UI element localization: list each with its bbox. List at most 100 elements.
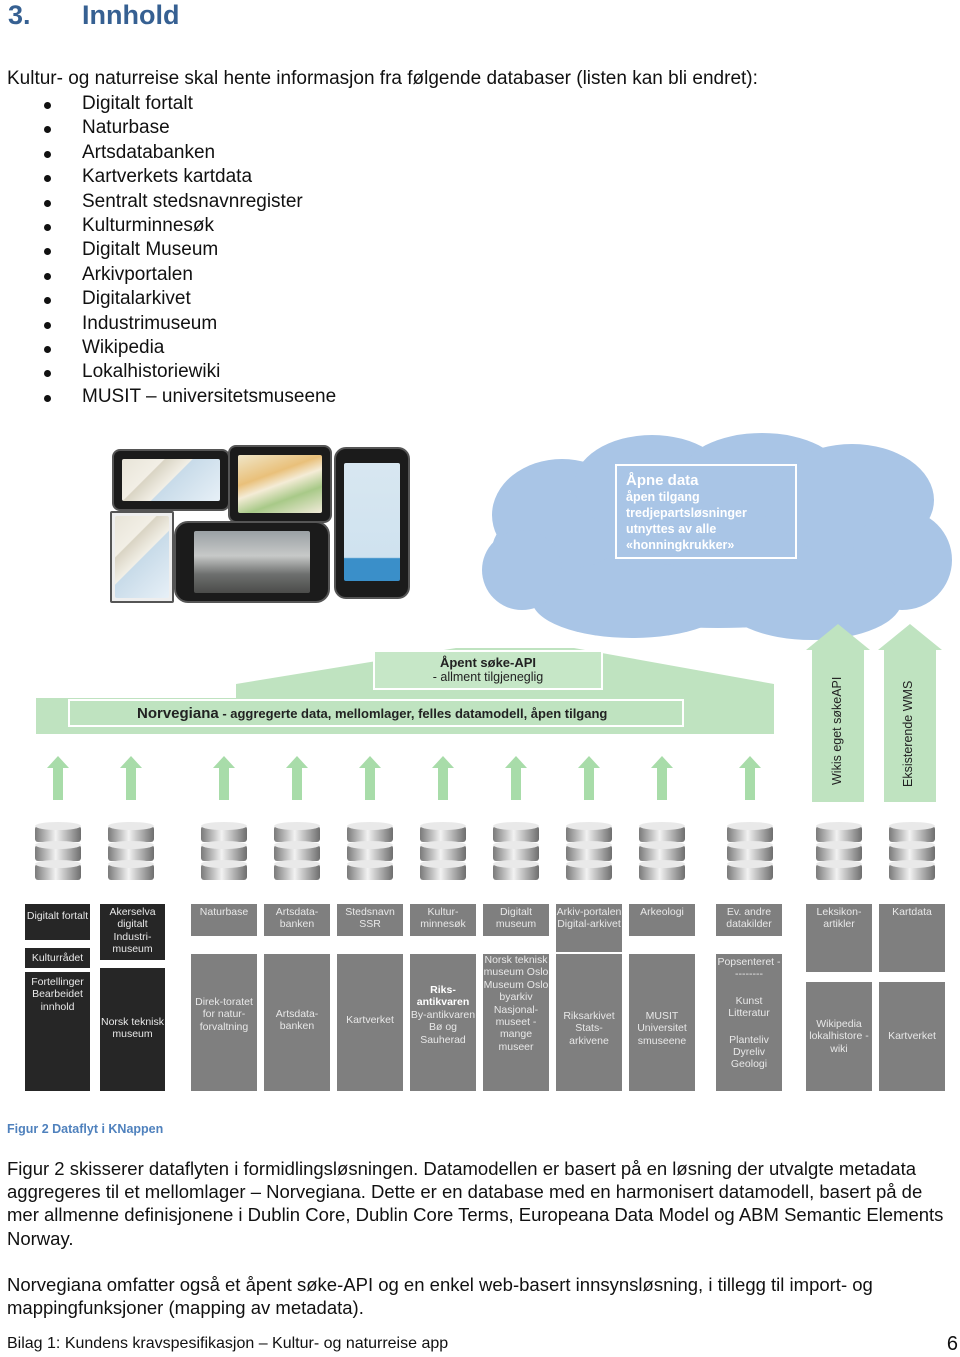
norvegiana-description: - aggregerte data, mellomlager, felles d… bbox=[218, 706, 608, 721]
database-icon bbox=[274, 822, 320, 880]
list-item-label: Industrimuseum bbox=[82, 312, 218, 334]
bullet-icon bbox=[44, 297, 51, 305]
section-title: Innhold bbox=[82, 0, 180, 30]
byantikvaren-label: By-antikvaren Bø og Sauherad bbox=[410, 1008, 476, 1046]
up-arrow-icon bbox=[359, 756, 381, 800]
source-artsdatabanken-top: Artsdata-banken bbox=[264, 904, 330, 936]
up-arrow-icon bbox=[505, 756, 527, 800]
list-item: Naturbase bbox=[44, 116, 336, 140]
list-item-label: Arkivportalen bbox=[82, 263, 193, 285]
source-norsk-teknisk: Norsk teknisk museum bbox=[100, 968, 165, 1091]
page-number: 6 bbox=[946, 1333, 958, 1355]
open-data-line: utnyttes av alle bbox=[626, 522, 717, 536]
list-item: Sentralt stedsnavnregister bbox=[44, 190, 336, 214]
page-footer: Bilag 1: Kundens kravspesifikasjon – Kul… bbox=[7, 1335, 449, 1352]
database-icon bbox=[816, 822, 862, 880]
database-icon bbox=[35, 822, 81, 880]
up-arrow-icon bbox=[120, 756, 142, 800]
list-item: Kulturminnesøk bbox=[44, 214, 336, 238]
list-item: Digitalt fortalt bbox=[44, 92, 336, 116]
source-kartdata: Kartdata bbox=[879, 904, 945, 972]
database-icon bbox=[108, 822, 154, 880]
source-kulturradet: Kulturrådet bbox=[25, 948, 90, 968]
list-item-label: Digitalt Museum bbox=[82, 239, 219, 261]
database-icon bbox=[420, 822, 466, 880]
source-popsenteret-group: Popsenteret --------- Kunst Litteratur P… bbox=[716, 954, 782, 1091]
database-icon bbox=[493, 822, 539, 880]
iphone-image bbox=[334, 447, 410, 599]
wiki-api-label: Wikis eget søkeAPI bbox=[830, 676, 844, 785]
up-arrow-icon bbox=[286, 756, 308, 800]
up-arrow-icon bbox=[578, 756, 600, 800]
source-andre-datakilder: Ev. andre datakilder bbox=[716, 904, 782, 936]
source-digitalt-museum: Digitalt museum bbox=[483, 904, 549, 936]
up-arrow-icon bbox=[47, 756, 69, 800]
figure-caption: Figur 2 Dataflyt i KNappen bbox=[7, 1122, 164, 1136]
paragraph: Norvegiana omfatter også et åpent søke-A… bbox=[7, 1274, 873, 1319]
source-riksarkivet: Riksarkivet Stats-arkivene bbox=[556, 954, 622, 1091]
wms-label: Eksisterende WMS bbox=[901, 680, 915, 787]
bullet-icon bbox=[44, 345, 51, 353]
dataflow-figure: Åpne data åpen tilgang tredjepartsløsnin… bbox=[0, 420, 960, 1100]
open-data-line: «honningkrukker» bbox=[626, 538, 735, 552]
device-screenshots bbox=[108, 445, 413, 605]
open-data-box: Åpne data åpen tilgang tredjepartsløsnin… bbox=[615, 464, 797, 559]
riksantikvaren-label: Riks-antikvaren bbox=[416, 984, 470, 1009]
source-direktoratet: Direk-toratet for natur-forvaltning bbox=[191, 954, 257, 1091]
bullet-icon bbox=[44, 248, 51, 256]
list-item: Digitalt Museum bbox=[44, 238, 336, 262]
list-item-label: Digitalt fortalt bbox=[82, 93, 193, 114]
list-item: MUSIT – universitetsmuseene bbox=[44, 385, 336, 409]
open-data-line: tredjepartsløsninger bbox=[626, 506, 747, 520]
intro-text: Kultur- og naturreise skal hente informa… bbox=[7, 68, 758, 89]
search-api-subtitle: - allment tilgjeneglig bbox=[432, 670, 544, 684]
wms-arrow bbox=[878, 624, 942, 802]
wiki-api-arrow bbox=[806, 624, 870, 802]
database-icon bbox=[727, 822, 773, 880]
tablet-image bbox=[112, 449, 230, 511]
database-icon bbox=[639, 822, 685, 880]
list-item-label: MUSIT – universitetsmuseene bbox=[82, 385, 337, 407]
source-kartverket-2: Kartverket bbox=[879, 982, 945, 1091]
bullet-icon bbox=[44, 126, 51, 134]
phone-map-image bbox=[228, 445, 332, 523]
bullet-icon bbox=[44, 199, 51, 207]
kunst-label: Kunst Litteratur bbox=[728, 994, 770, 1020]
bullet-icon bbox=[44, 272, 51, 280]
list-item-label: Kartverkets kartdata bbox=[82, 166, 253, 188]
source-akerselva: Akerselva digitalt Industri-museum bbox=[100, 904, 165, 960]
list-item-label: Artsdatabanken bbox=[82, 141, 216, 163]
up-arrow-icon bbox=[739, 756, 761, 800]
source-kulturminnesok: Kultur-minnesøk bbox=[410, 904, 476, 936]
source-kartverket: Kartverket bbox=[337, 954, 403, 1091]
smartphone-photo-image bbox=[174, 521, 330, 603]
section-heading: 3.Innhold bbox=[8, 0, 179, 34]
source-norsk-teknisk-oslo: Norsk teknisk museum Oslo Museum Oslo by… bbox=[483, 954, 549, 1091]
list-item: Kartverkets kartdata bbox=[44, 165, 336, 189]
paragraph: Figur 2 skisserer dataflyten i formidlin… bbox=[7, 1158, 944, 1249]
list-item-label: Wikipedia bbox=[82, 336, 165, 358]
up-arrow-icon bbox=[213, 756, 235, 800]
source-arkeologi: Arkeologi bbox=[629, 904, 695, 936]
bullet-icon bbox=[44, 102, 51, 109]
popsenteret-label: Popsenteret --------- bbox=[717, 956, 781, 981]
list-item-label: Digitalarkivet bbox=[82, 288, 191, 310]
database-list: Digitalt fortalt Naturbase Artsdatabanke… bbox=[44, 92, 336, 409]
bullet-icon bbox=[44, 394, 51, 402]
list-item: Wikipedia bbox=[44, 336, 336, 360]
database-icon bbox=[347, 822, 393, 880]
list-item: Arkivportalen bbox=[44, 263, 336, 287]
database-icon bbox=[889, 822, 935, 880]
bullet-icon bbox=[44, 223, 51, 231]
database-icon bbox=[566, 822, 612, 880]
search-api-box: Åpent søke-API - allment tilgjeneglig bbox=[373, 650, 603, 690]
up-arrow-icon bbox=[651, 756, 673, 800]
open-data-line: åpen tilgang bbox=[626, 490, 700, 504]
bullet-icon bbox=[44, 321, 51, 329]
bullet-icon bbox=[44, 150, 51, 158]
list-item-label: Naturbase bbox=[82, 117, 170, 139]
bullet-icon bbox=[44, 175, 51, 183]
print-map-image bbox=[110, 511, 174, 603]
norvegiana-name: Norvegiana bbox=[137, 705, 219, 722]
open-data-cloud bbox=[482, 433, 952, 640]
